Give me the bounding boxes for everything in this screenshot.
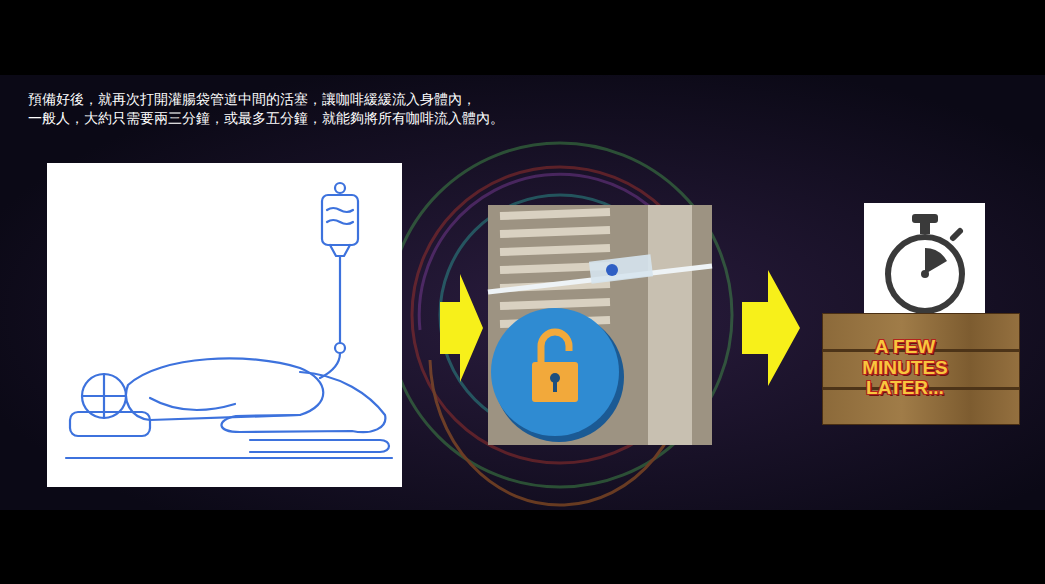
caption-line: 一般人，大約只需要兩三分鐘，或最多五分鐘，就能夠將所有咖啡流入體內。 — [28, 109, 504, 127]
flow-arrow — [742, 270, 800, 386]
stopwatch-icon — [864, 203, 985, 322]
clamp-photo — [488, 205, 712, 445]
flow-arrow — [440, 274, 483, 382]
swirl-decoration — [388, 143, 732, 505]
background-band — [0, 75, 1045, 510]
wooden-sign: A FEW MINUTES LATER... — [822, 313, 1020, 425]
patient-illustration — [47, 163, 402, 487]
caption-line: 預備好後，就再次打開灌腸袋管道中間的活塞，讓咖啡緩緩流入身體內， — [28, 90, 476, 108]
sign-text: A FEW MINUTES LATER... — [849, 337, 961, 399]
